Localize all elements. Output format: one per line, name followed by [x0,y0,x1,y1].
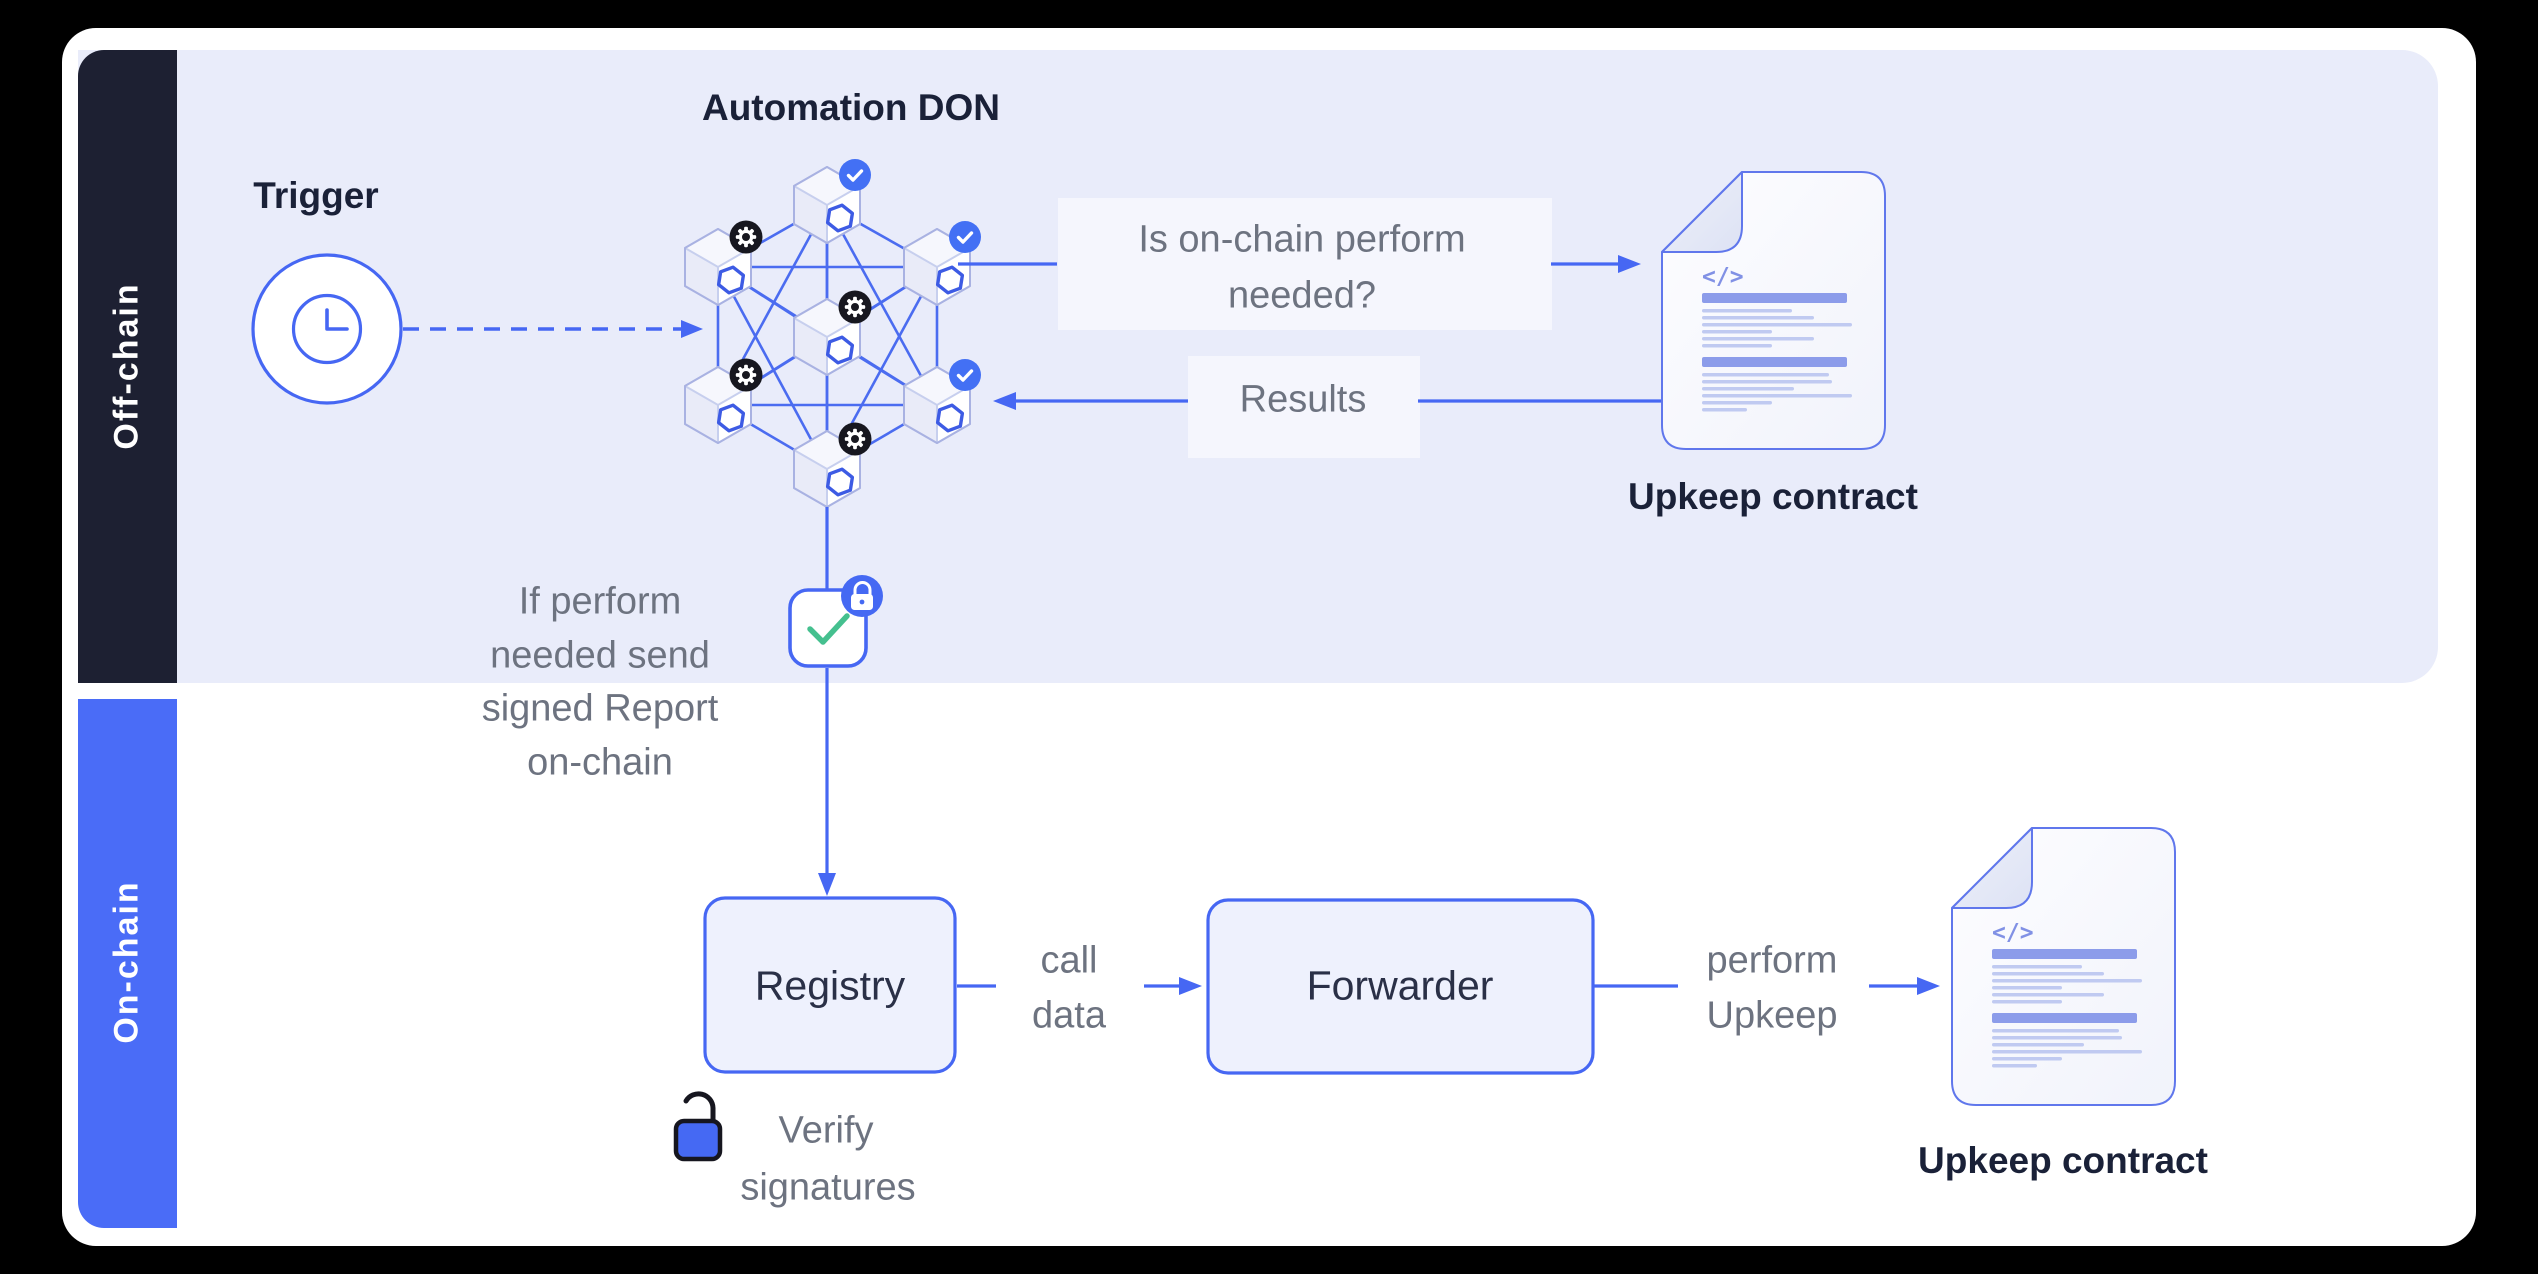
upkeep-contract-label-top: Upkeep contract [1628,476,1918,517]
on-chain-band [78,699,177,1228]
off-chain-band-label: Off-chain [107,282,146,450]
call-data-line2: data [1032,994,1106,1037]
upkeep-contract-label-bottom: Upkeep contract [1918,1140,2208,1181]
trigger-label: Trigger [253,175,379,216]
forwarder-label: Forwarder [1306,962,1494,1009]
question-line2: needed? [1228,274,1376,317]
call-data-line1: call [1040,939,1098,982]
verify-line1: Verify [778,1109,874,1152]
verify-line2: signatures [740,1166,916,1209]
report-note-line: If perform [518,580,682,623]
report-note-line: signed Report [481,687,719,730]
results-label: Results [1239,378,1367,421]
off-chain-section-background [78,50,2438,683]
perform-upkeep-line2: Upkeep [1706,994,1838,1037]
registry-label: Registry [754,962,906,1009]
report-note-line: needed send [490,634,710,677]
automation-don-title: Automation DON [701,87,1001,128]
report-note-line: on-chain [527,741,673,784]
off-chain-band [78,50,177,683]
perform-upkeep-line1: perform [1706,939,1838,982]
on-chain-band-label: On-chain [107,880,146,1044]
question-line1: Is on-chain perform [1138,218,1466,261]
